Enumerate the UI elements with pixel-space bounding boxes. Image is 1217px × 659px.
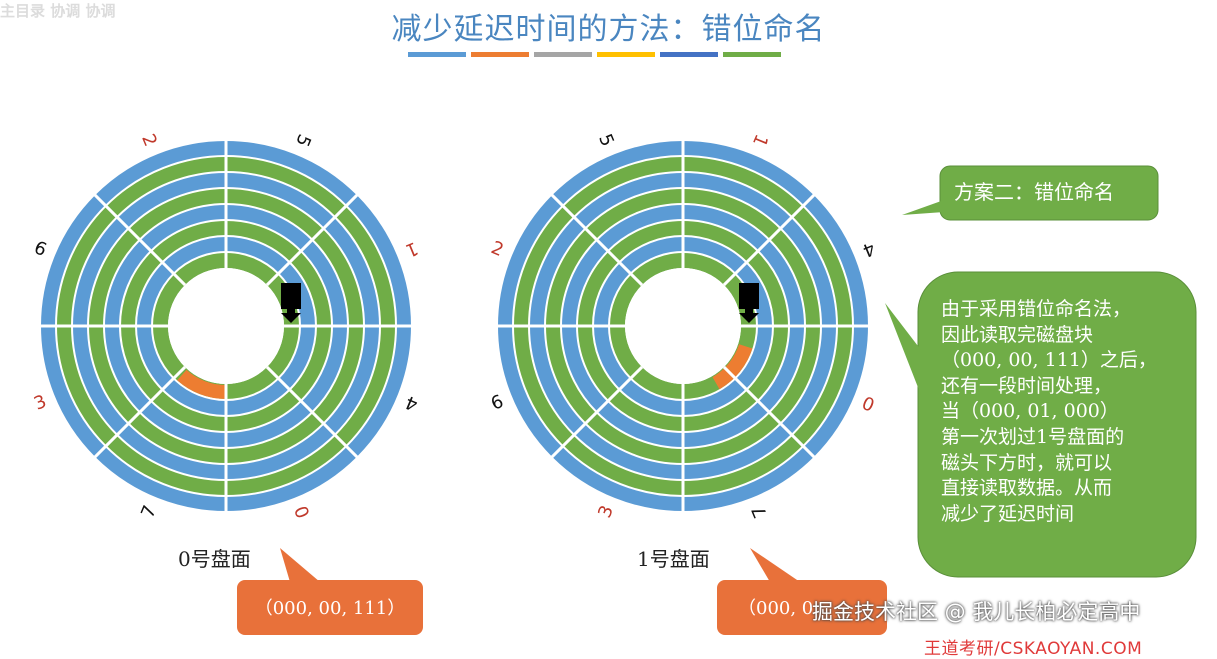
sector-label: 3 bbox=[31, 391, 50, 415]
explanation-line: 直接读取数据。从而 bbox=[941, 477, 1113, 500]
explanation-line: 因此读取完磁盘块 bbox=[941, 323, 1094, 346]
title-color-bar bbox=[660, 52, 718, 57]
highlighted-sector bbox=[712, 344, 753, 390]
sector-label: 2 bbox=[137, 131, 161, 150]
sector-label: 1 bbox=[402, 237, 421, 261]
sector-label: 0 bbox=[859, 391, 878, 415]
explanation-line: 减少了延迟时间 bbox=[941, 502, 1075, 525]
address-0-text: （000, 00, 111） bbox=[254, 598, 406, 619]
sector-label: 5 bbox=[291, 131, 315, 150]
sector-divider bbox=[265, 192, 360, 287]
callout-explanation-bubble bbox=[885, 271, 1197, 578]
explanation-line: 当（000, 01, 000） bbox=[941, 400, 1119, 423]
sector-label: 3 bbox=[594, 502, 618, 521]
callout-scheme-bubble bbox=[902, 165, 1159, 221]
sector-label: 7 bbox=[137, 502, 161, 521]
disk-platter-1: 1 4 0 7 3 6 2 5 bbox=[488, 131, 878, 521]
read-write-head-icon bbox=[739, 283, 759, 323]
sector-divider bbox=[92, 192, 187, 287]
read-write-head-icon bbox=[281, 283, 301, 323]
sector-label: 6 bbox=[31, 237, 50, 261]
spindle-hole bbox=[168, 268, 284, 384]
sector-label: 2 bbox=[488, 237, 507, 261]
sector-label: 7 bbox=[748, 502, 772, 521]
sector-label: 5 bbox=[594, 131, 618, 150]
explanation-line: （000, 00, 111）之后， bbox=[941, 349, 1157, 372]
explanation-line: 磁头下方时，就可以 bbox=[941, 451, 1113, 474]
sector-label: 4 bbox=[859, 237, 878, 261]
spindle-hole bbox=[625, 268, 741, 384]
sector-label: 4 bbox=[402, 391, 421, 415]
sector-label: 6 bbox=[488, 391, 507, 415]
sector-divider bbox=[549, 192, 644, 287]
title-color-bar bbox=[471, 52, 529, 57]
title-color-bar bbox=[597, 52, 655, 57]
explanation-line: 由于采用错位命名法， bbox=[941, 298, 1132, 320]
sector-divider bbox=[722, 192, 817, 287]
title-color-bar bbox=[723, 52, 781, 57]
sector-divider bbox=[722, 365, 817, 460]
title-color-bar bbox=[534, 52, 592, 57]
sector-divider bbox=[549, 365, 644, 460]
scheme-text: 方案二：错位命名 bbox=[954, 180, 1114, 204]
disk-platter-0: 5 1 4 0 7 3 6 2 bbox=[31, 131, 421, 521]
top-left-nav-text: 主目录 协调 协调 bbox=[0, 2, 116, 20]
watermark-text: 掘金技术社区 @ 我儿长柏必定高中 bbox=[812, 600, 1141, 624]
explanation-line: 第一次划过1号盘面的 bbox=[941, 425, 1125, 448]
sector-divider bbox=[92, 365, 187, 460]
disk-1-label: 1号盘面 bbox=[637, 547, 710, 571]
sector-label: 0 bbox=[291, 502, 315, 521]
title-color-bar bbox=[408, 52, 466, 57]
sector-divider bbox=[265, 365, 360, 460]
highlighted-sector bbox=[177, 369, 226, 399]
disk-diagram: 5 1 4 0 7 3 6 2 1 4 0 7 3 6 2 5 bbox=[31, 131, 1197, 635]
explanation-text: 由于采用错位命名法， 因此读取完磁盘块 （000, 00, 111）之后，还有一段时… bbox=[941, 297, 1181, 527]
disk-0-label: 0号盘面 bbox=[178, 547, 251, 571]
callout-address-1-bubble bbox=[717, 548, 887, 635]
callout-address-0-bubble bbox=[237, 548, 423, 635]
address-1-text: （000, 0 bbox=[738, 598, 814, 619]
sector-label: 1 bbox=[748, 131, 772, 150]
source-text: 王道考研/CSKAOYAN.COM bbox=[924, 639, 1143, 659]
explanation-line: 还有一段时间处理， bbox=[941, 374, 1113, 397]
slide-title: 减少延迟时间的方法：错位命名 bbox=[391, 12, 826, 47]
